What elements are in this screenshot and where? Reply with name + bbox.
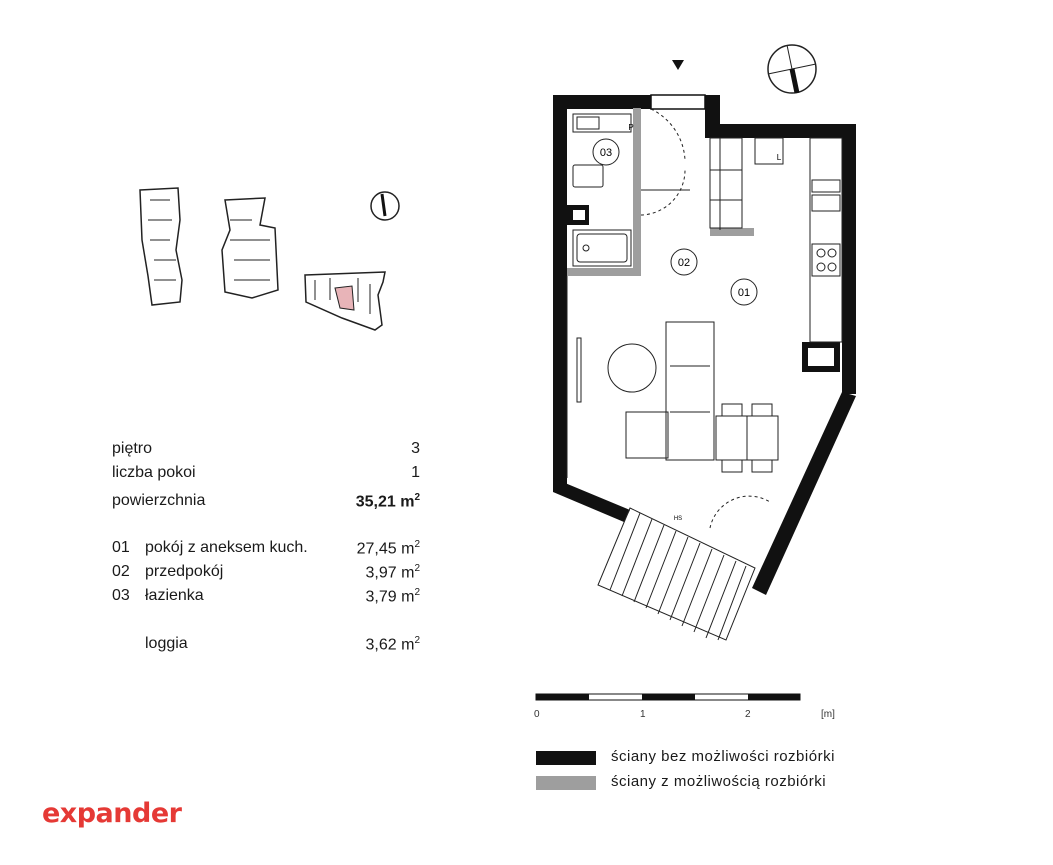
legend-swatch-removable: [536, 776, 596, 790]
room-number: 03: [112, 587, 130, 604]
plan-label-h: HS: [674, 516, 682, 522]
expander-logo: expander: [42, 798, 182, 829]
area-row: powierzchnia 35,21 m2: [112, 492, 420, 510]
room-name: łazienka: [145, 587, 204, 604]
rooms-count-label: liczba pokoi: [112, 464, 196, 481]
scale-tick-1: 1: [640, 709, 646, 720]
svg-text:03: 03: [600, 147, 612, 159]
room-number: 01: [112, 539, 130, 556]
svg-text:02: 02: [678, 257, 690, 269]
room-label-01: 01: [730, 278, 758, 306]
scale-bar: [535, 693, 801, 701]
scale-unit: [m]: [821, 709, 835, 720]
compass-small-icon: [370, 191, 400, 221]
floor-label: piętro: [112, 440, 153, 457]
room-label-02: 02: [670, 248, 698, 276]
rooms-count-row: liczba pokoi 1: [112, 464, 420, 482]
floor-plan: 03 02 01 P L HS: [553, 44, 856, 641]
kitchen: [709, 137, 843, 343]
compass-icon: [767, 44, 817, 94]
loggia: [597, 507, 756, 641]
legend-removable: ściany z możliwością rozbiórki: [611, 773, 827, 790]
load-bearing-walls: [553, 95, 856, 595]
scale-tick-0: 0: [534, 709, 540, 720]
floor-value: 3: [411, 440, 420, 457]
room-name: pokój z aneksem kuch.: [145, 539, 308, 556]
svg-text:01: 01: [738, 287, 750, 299]
legend-swatch-load-bearing: [536, 751, 596, 765]
legend-load-bearing: ściany bez możliwości rozbiórki: [611, 748, 835, 765]
room-area: 27,45 m2: [356, 539, 420, 558]
plan-label-p: P: [628, 123, 633, 132]
room-label-03: 03: [592, 138, 620, 166]
furniture: [576, 321, 779, 473]
area-label: powierzchnia: [112, 492, 206, 509]
rooms-count-value: 1: [411, 464, 420, 481]
room-name: przedpokój: [145, 563, 224, 580]
apartment-highlight: [334, 285, 355, 311]
room-area: 3,97 m2: [365, 563, 420, 582]
scale-tick-2: 2: [745, 709, 751, 720]
entrance-arrow-icon: [672, 60, 684, 70]
room-area: 3,79 m2: [365, 587, 420, 606]
removable-walls: [567, 108, 754, 276]
loggia-area: 3,62 m2: [365, 635, 420, 654]
floor-row: piętro 3: [112, 440, 420, 458]
plan-label-l: L: [777, 153, 782, 162]
key-plan: [139, 187, 386, 331]
loggia-name: loggia: [145, 635, 188, 652]
area-value: 35,21 m2: [355, 492, 420, 511]
room-number: 02: [112, 563, 130, 580]
bathroom-fixtures: [572, 113, 632, 267]
